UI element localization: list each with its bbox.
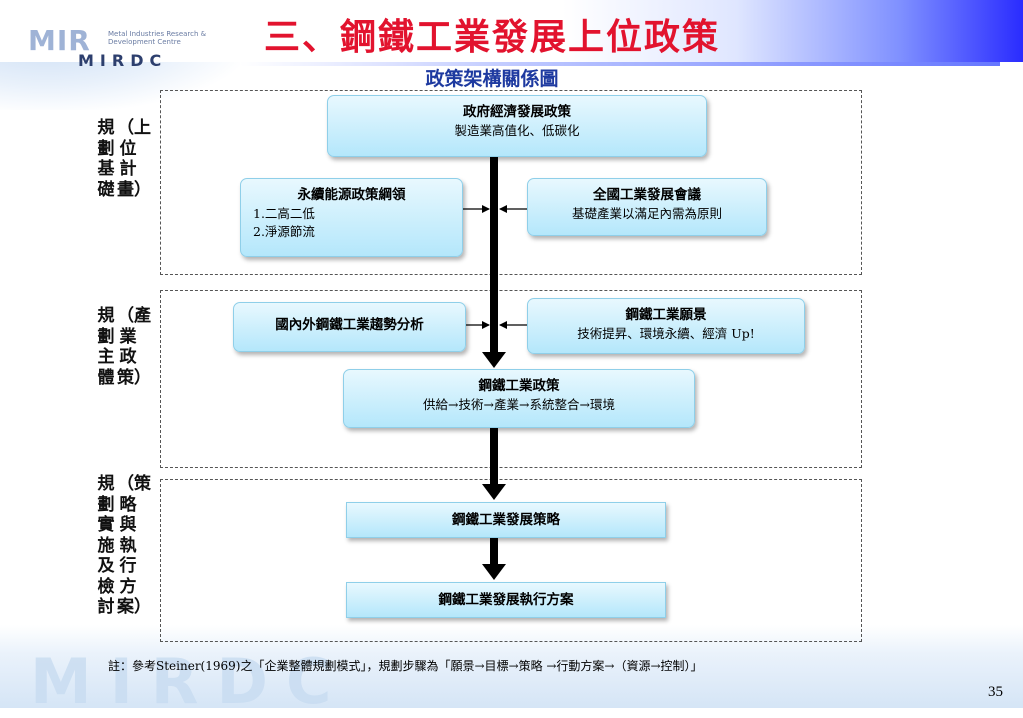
trunk-arrowhead <box>482 352 506 368</box>
page-number: 35 <box>988 684 1003 700</box>
node-sustainable-item-1: 1.二高二低 <box>253 206 315 221</box>
policy-to-strategy-line <box>490 428 498 488</box>
node-sustainable-item-2: 2.淨源節流 <box>253 224 315 239</box>
logo-subtext: MIRDC <box>78 51 168 70</box>
section-industry-policy <box>160 290 862 468</box>
node-action-plan: 鋼鐵工業發展執行方案 <box>346 582 666 618</box>
node-sustainable-title: 永續能源政策綱領 <box>297 187 406 203</box>
policy-to-strategy-arrowhead <box>482 484 506 500</box>
footer-watermark: MIRDC <box>30 645 350 718</box>
node-sustainable-energy: 永續能源政策綱領 1.二高二低 2.淨源節流 <box>240 178 463 257</box>
node-dev-strategy: 鋼鐵工業發展策略 <box>346 502 666 538</box>
node-steel-policy-title: 鋼鐵工業政策 <box>478 378 560 394</box>
node-vision-desc: 技術提昇、環境永續、經濟 Up! <box>577 326 755 341</box>
node-national-conference: 全國工業發展會議 基礎產業以滿足內需為原則 <box>527 178 767 236</box>
node-steel-policy: 鋼鐵工業政策 供給→技術→產業→系統整合→環境 <box>343 369 695 428</box>
mirdc-logo: MIR Metal Industries Research & Developm… <box>20 18 230 73</box>
side-label-strategy-line1: 規劃實施及檢討 <box>97 474 115 617</box>
logo-mark: MIR <box>28 24 91 57</box>
main-trunk-line <box>490 157 498 357</box>
node-vision-title: 鋼鐵工業願景 <box>625 307 707 323</box>
node-action-plan-title: 鋼鐵工業發展執行方案 <box>438 592 574 608</box>
node-trend-analysis: 國內外鋼鐵工業趨勢分析 <box>233 302 466 352</box>
strategy-to-plan-arrowhead <box>482 564 506 580</box>
footnote: 註：參考Steiner(1969)之「企業整體規劃模式」，規劃步驟為「願景→目標… <box>108 659 703 673</box>
footer-gradient <box>0 625 1023 708</box>
side-label-strategy: （策略與執行方案） 規劃實施及檢討 <box>95 474 152 618</box>
node-trend-title: 國內外鋼鐵工業趨勢分析 <box>275 317 424 333</box>
node-steel-vision: 鋼鐵工業願景 技術提昇、環境永續、經濟 Up! <box>527 298 805 354</box>
diagram-subtitle: 政策架構關係圖 <box>425 68 559 90</box>
node-national-conf-title: 全國工業發展會議 <box>593 187 701 203</box>
section-strategy-execution <box>160 479 862 642</box>
node-steel-policy-desc: 供給→技術→產業→系統整合→環境 <box>423 397 615 412</box>
side-label-upper-line1: 規劃基礎 <box>97 118 115 200</box>
node-national-conf-desc: 基礎產業以滿足內需為原則 <box>571 206 722 221</box>
node-dev-strategy-title: 鋼鐵工業發展策略 <box>452 512 560 528</box>
slide-title: 三、鋼鐵工業發展上位政策 <box>263 16 720 58</box>
node-gov-policy: 政府經濟發展政策 製造業高值化、低碳化 <box>327 95 707 157</box>
header-gradient-band <box>0 0 1023 62</box>
node-gov-policy-title: 政府經濟發展政策 <box>463 104 571 120</box>
header-underline <box>240 62 1000 66</box>
logo-tagline: Metal Industries Research & Development … <box>108 30 207 46</box>
side-label-industry-line1: 規劃主體 <box>97 306 115 388</box>
strategy-to-plan-line <box>490 538 498 568</box>
node-gov-policy-desc: 製造業高值化、低碳化 <box>454 123 580 138</box>
section-upper-plan <box>160 90 862 275</box>
